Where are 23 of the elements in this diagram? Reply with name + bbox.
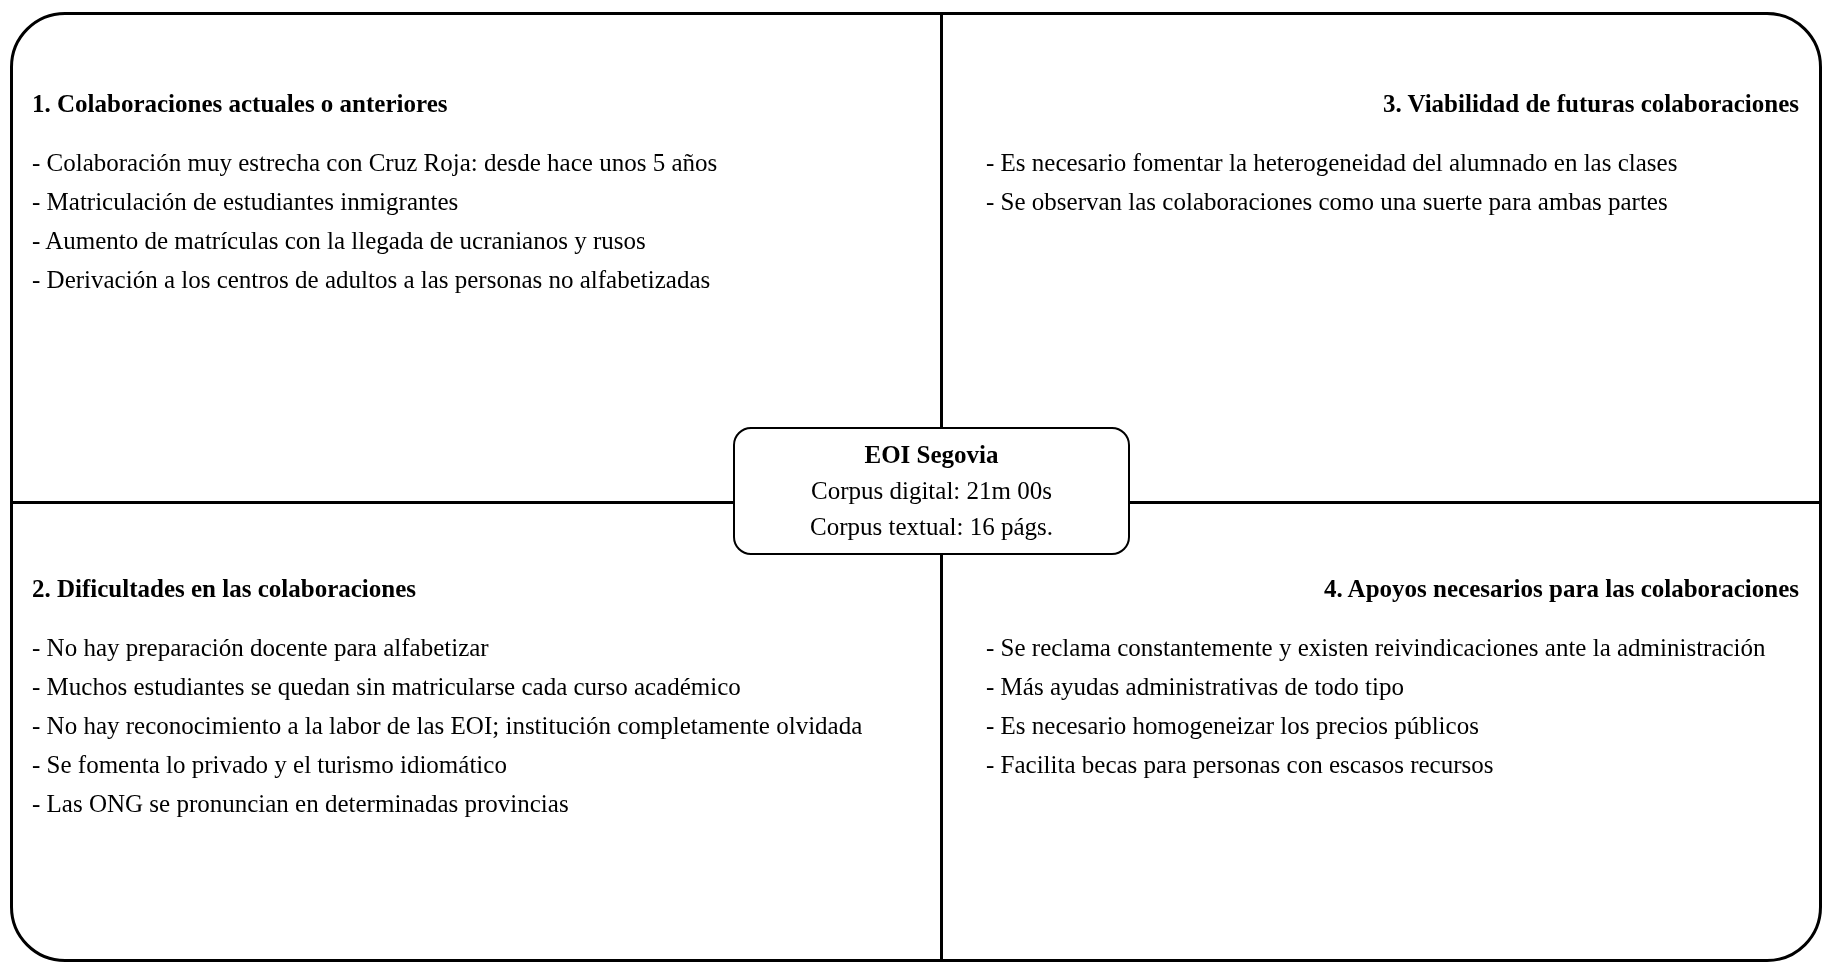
bullet-item: - Es necesario homogeneizar los precios públicos	[986, 711, 1480, 740]
bullet-item: - Se fomenta lo privado y el turismo idiomático	[32, 750, 508, 779]
section-heading: 3. Viabilidad de futuras colaboraciones	[1382, 90, 1799, 118]
bullet-item: - Matriculación de estudiantes inmigrantes	[32, 187, 460, 216]
bullet-item: - No hay reconocimiento a la labor de las EOI; institución completamente olvidada	[32, 711, 864, 740]
bullet-item: - Muchos estudiantes se quedan sin matricularse cada curso académico	[32, 672, 742, 701]
bullet-item: - Aumento de matrículas con la llegada de ucranianos y rusos	[32, 226, 647, 255]
bullet-item: - Más ayudas administrativas de todo tipo	[986, 672, 1405, 701]
section-heading: 1. Colaboraciones actuales o anteriores	[32, 90, 449, 118]
center-title: EOI Segovia	[863, 440, 1000, 470]
bullet-item: - Facilita becas para personas con escasos recursos	[986, 750, 1495, 779]
section-heading: 4. Apoyos necesarios para las colaboraciones	[1323, 575, 1799, 603]
bullet-item: - Derivación a los centros de adultos a las personas no alfabetizadas	[32, 265, 712, 294]
bullet-item: - Es necesario fomentar la heterogeneidad del alumnado en las clases	[986, 148, 1679, 177]
bullet-item: - Se reclama constantemente y existen reivindicaciones ante la administración	[986, 633, 1767, 662]
bullet-item: - Se observan las colaboraciones como una suerte para ambas partes	[986, 187, 1669, 216]
bullet-item: - No hay preparación docente para alfabetizar	[32, 633, 490, 662]
bullet-item: - Colaboración muy estrecha con Cruz Roja: desde hace unos 5 años	[32, 148, 719, 177]
section-heading: 2. Dificultades en las colaboraciones	[32, 575, 417, 603]
center-box	[733, 427, 1130, 555]
corpus-note: Corpus textual: 16 págs.	[809, 512, 1054, 542]
corpus-note: Corpus digital: 21m 00s	[810, 476, 1053, 506]
bullet-item: - Las ONG se pronuncian en determinadas provincias	[32, 789, 570, 818]
